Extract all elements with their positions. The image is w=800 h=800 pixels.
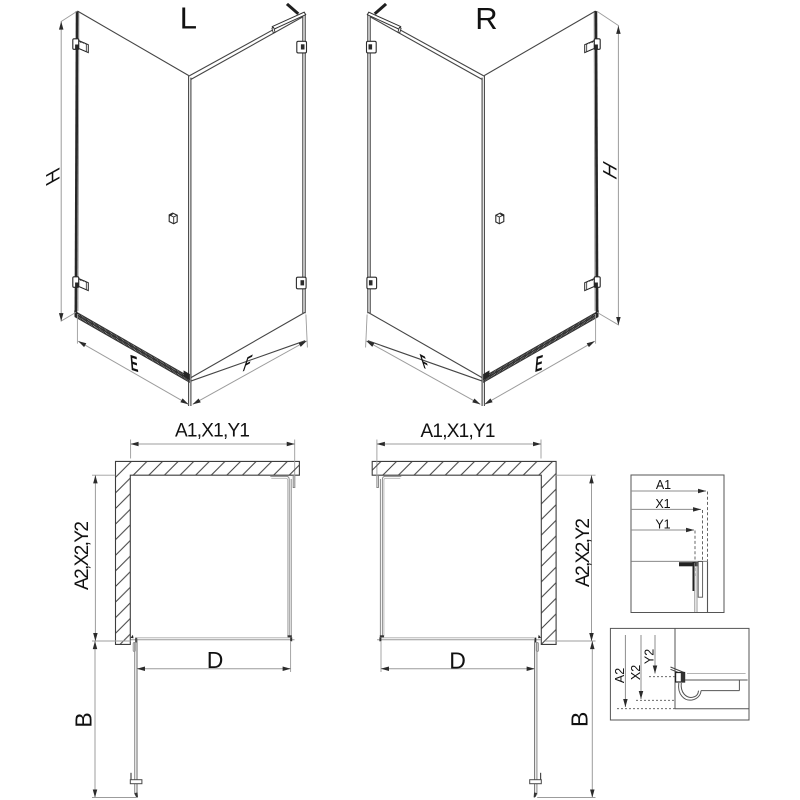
svg-text:L: L <box>180 0 197 35</box>
svg-text:A1,X1,Y1: A1,X1,Y1 <box>421 421 496 442</box>
svg-text:X1: X1 <box>655 497 670 511</box>
svg-text:R: R <box>475 1 497 36</box>
svg-text:E: E <box>129 350 139 377</box>
svg-text:A1,X1,Y1: A1,X1,Y1 <box>175 421 250 442</box>
svg-text:X2: X2 <box>629 665 643 680</box>
svg-text:Y1: Y1 <box>655 518 670 532</box>
svg-text:Y2: Y2 <box>643 649 657 664</box>
svg-text:B: B <box>567 712 593 727</box>
svg-text:B: B <box>71 712 97 727</box>
svg-text:D: D <box>449 648 466 674</box>
svg-text:A2,X2,Y2: A2,X2,Y2 <box>72 521 93 590</box>
svg-text:E: E <box>534 350 544 377</box>
svg-text:A2: A2 <box>613 668 627 683</box>
svg-text:A2,X2,Y2: A2,X2,Y2 <box>573 518 594 587</box>
svg-text:D: D <box>207 647 224 673</box>
svg-text:A1: A1 <box>656 478 671 492</box>
